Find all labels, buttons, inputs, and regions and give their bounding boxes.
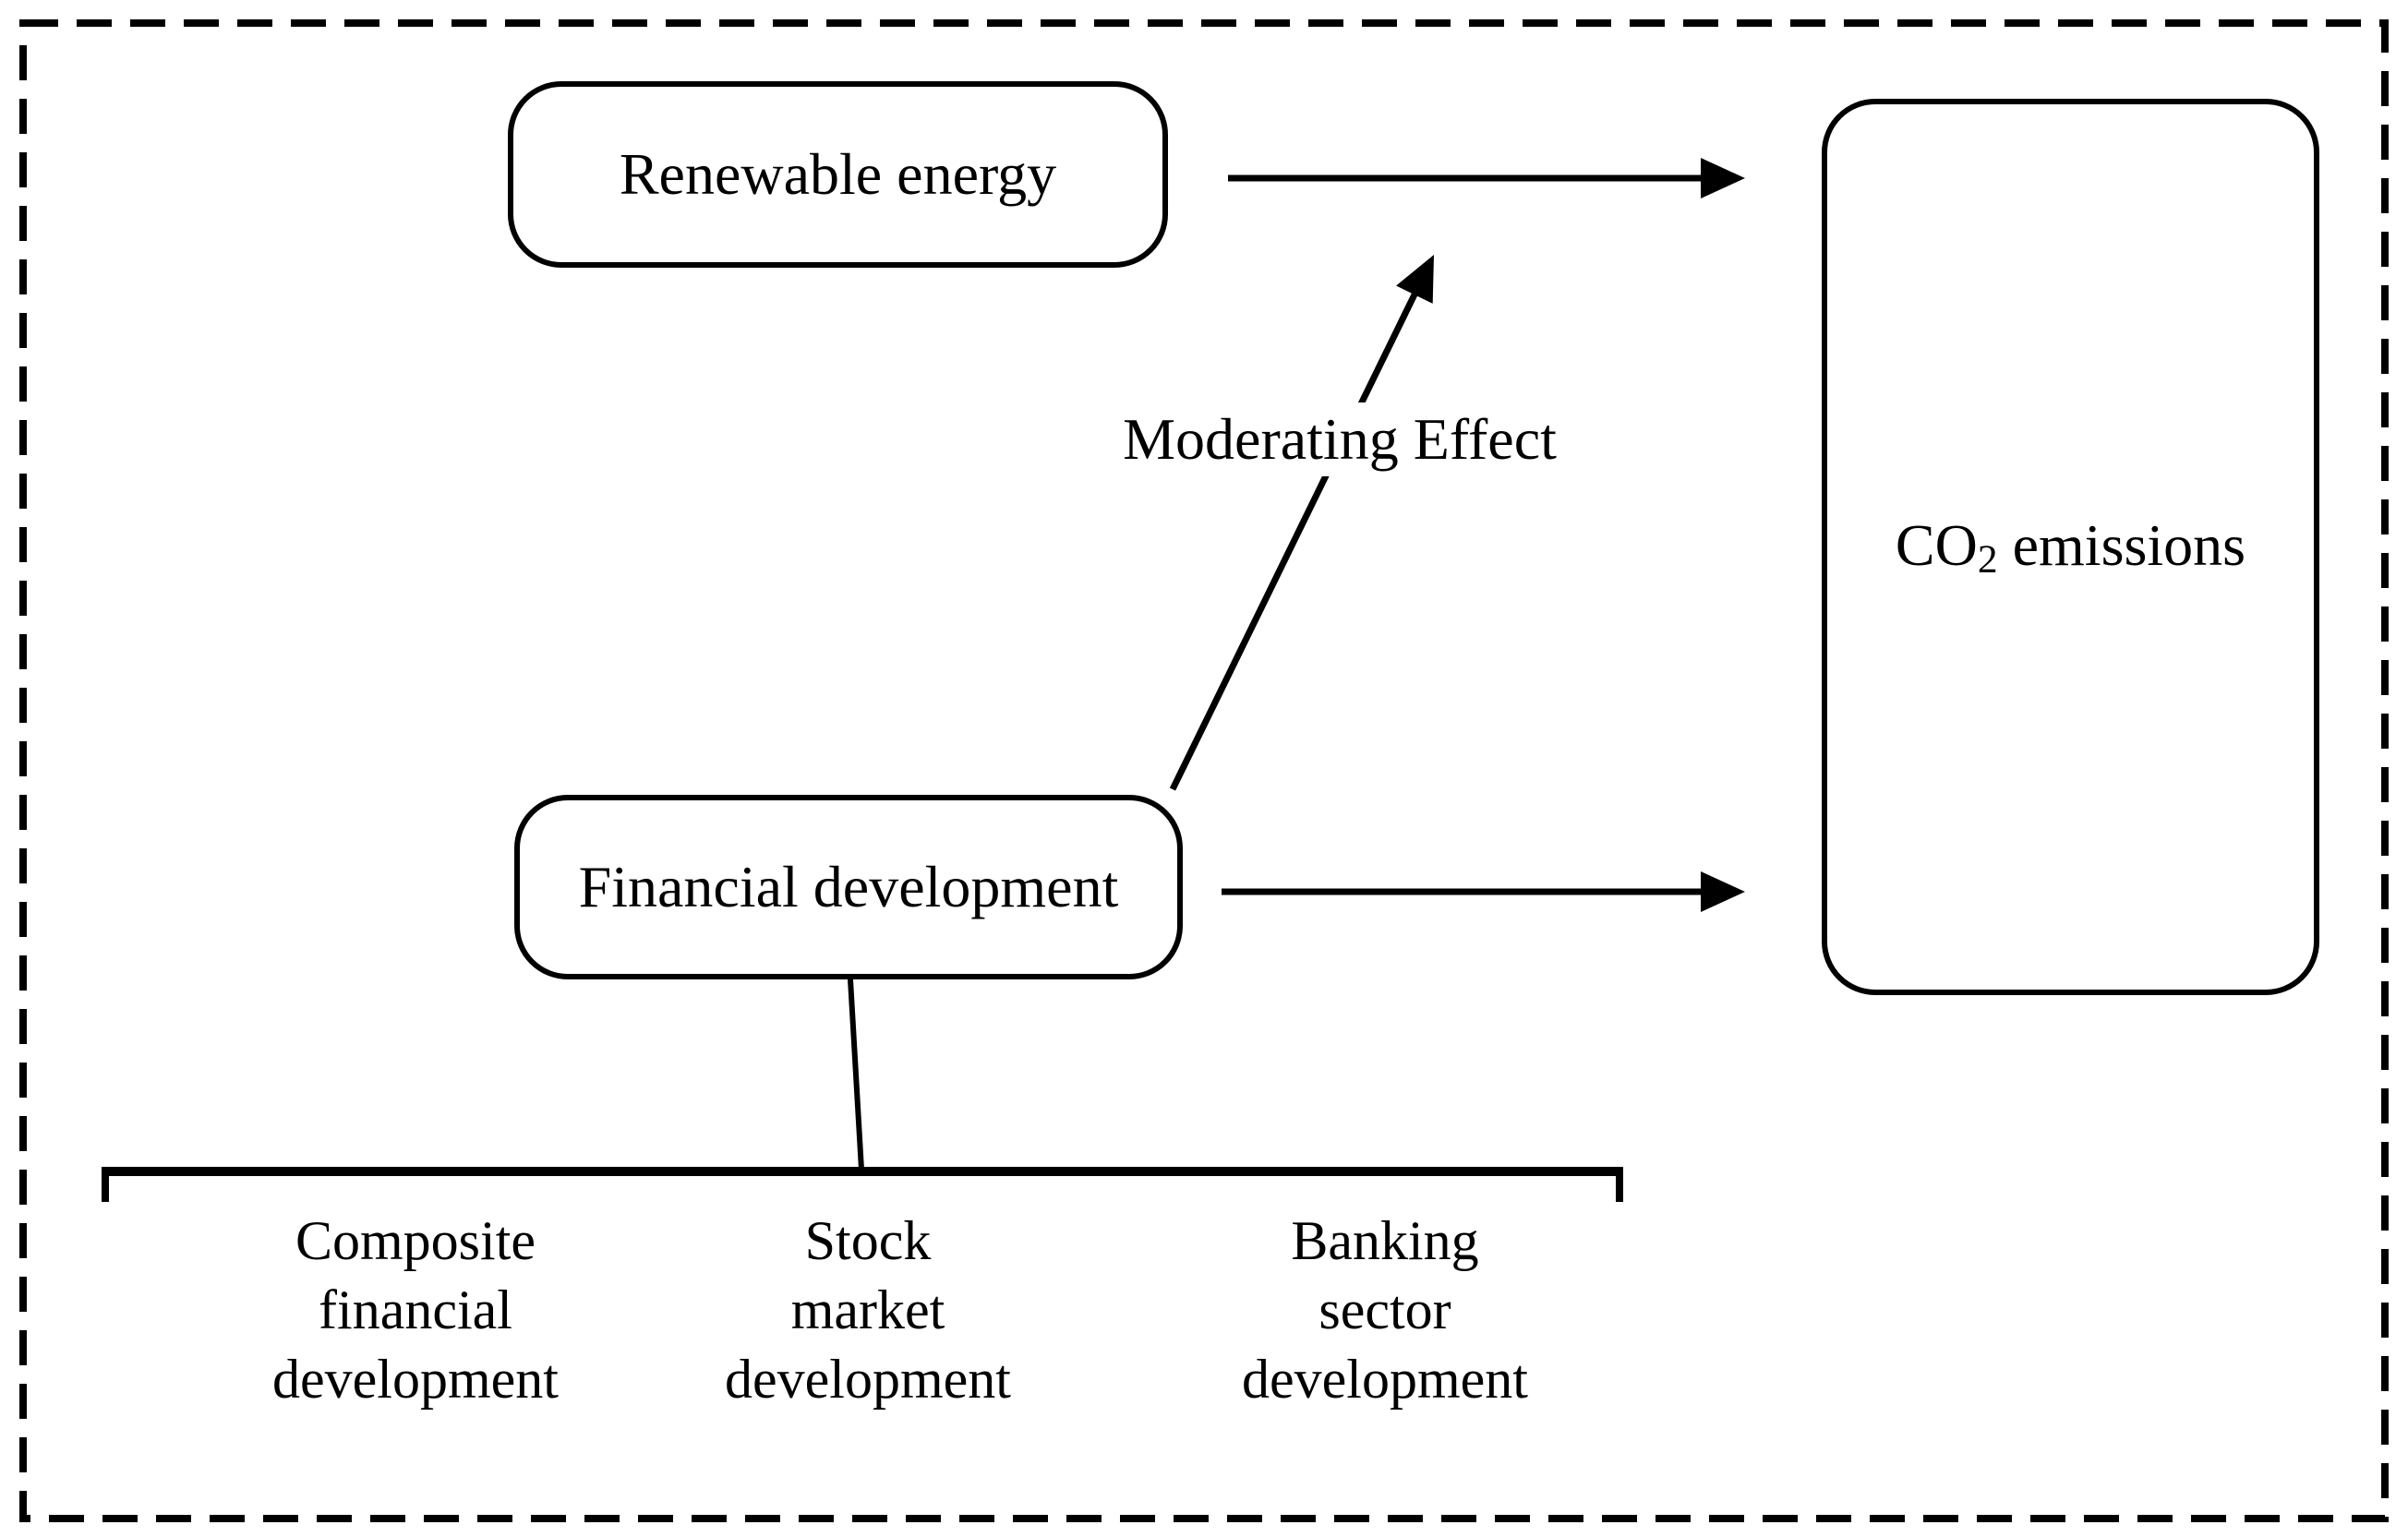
component-line: financial xyxy=(319,1279,512,1340)
moderating-effect-label: Moderating Effect xyxy=(1088,402,1592,476)
financial-development-box: Financial development xyxy=(514,795,1183,979)
arrow-moderating-head xyxy=(1396,255,1434,304)
co2-subscript: 2 xyxy=(1977,536,1998,582)
co2-prefix: CO xyxy=(1895,512,1978,579)
component-line: development xyxy=(725,1349,1011,1410)
component-line: development xyxy=(272,1349,559,1410)
arrow-moderating-shaft xyxy=(1169,291,1419,791)
component-banking-sector-development: Banking sector development xyxy=(1145,1207,1625,1414)
component-line: market xyxy=(790,1279,945,1340)
component-line: Banking xyxy=(1291,1210,1479,1271)
component-line: sector xyxy=(1318,1279,1451,1340)
co2-emissions-box: CO2 emissions xyxy=(1822,99,2319,995)
arrow-financial-to-co2-head xyxy=(1701,871,1745,912)
renewable-energy-box: Renewable energy xyxy=(508,81,1168,268)
co2-suffix: emissions xyxy=(1997,512,2246,579)
financial-to-bracket-connector xyxy=(848,979,864,1171)
renewable-energy-label: Renewable energy xyxy=(619,141,1057,208)
arrow-renewable-to-co2-head xyxy=(1701,158,1745,198)
component-line: Composite xyxy=(295,1210,536,1271)
component-composite-financial-development: Composite financial development xyxy=(175,1207,656,1414)
co2-emissions-label: CO2 emissions xyxy=(1896,511,2245,582)
dashed-border xyxy=(19,19,2389,1522)
component-line: development xyxy=(1242,1349,1528,1410)
component-stock-market-development: Stock market development xyxy=(628,1207,1108,1414)
financial-development-label: Financial development xyxy=(578,854,1119,920)
component-line: Stock xyxy=(804,1210,932,1271)
